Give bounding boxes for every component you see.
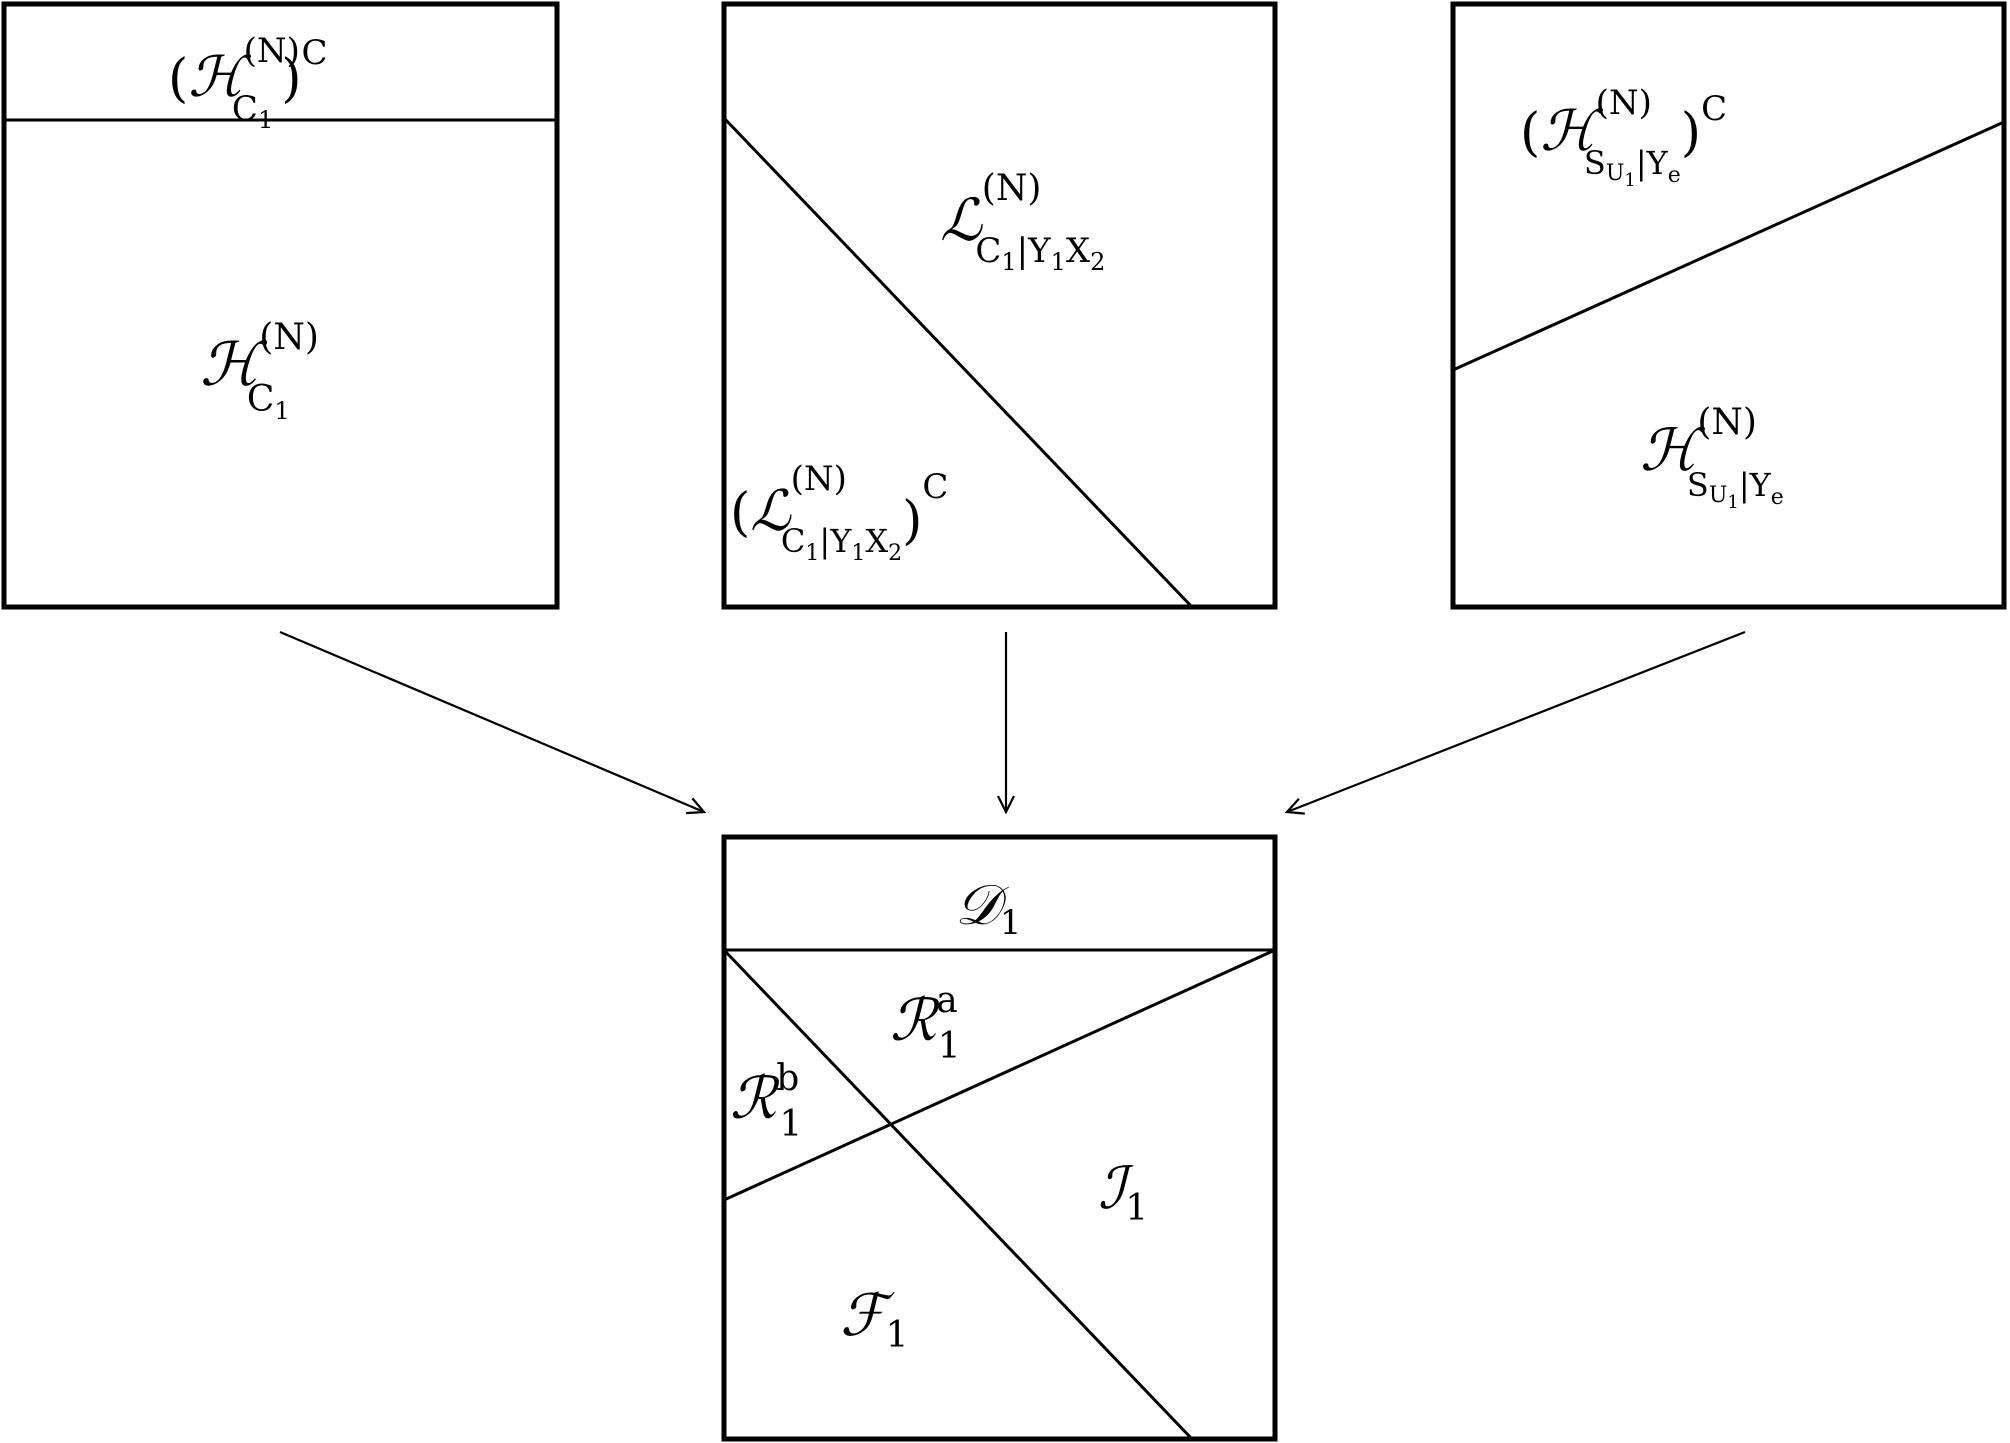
- box-combined-diagonal-up: [723, 948, 1276, 1202]
- box-l-c1-frame: [721, 1, 1278, 610]
- box-h-c1-frame: [1, 1, 560, 610]
- arrow-right-to-bottom: [1287, 630, 1746, 812]
- box-h-c1: (ℋ(N)C1)C ℋ(N)C1: [1, 1, 560, 610]
- label-h-c1: ℋ(N)C1: [200, 317, 319, 425]
- box-combined-diagonal-down: [722, 948, 1194, 1441]
- label-h-c1-complement: (ℋ(N)C1)C: [168, 31, 328, 134]
- label-i1: ℐ1: [1098, 1154, 1148, 1229]
- label-l-c1-given: ℒ(N)C1|Y1X2: [940, 168, 1105, 276]
- label-l-c1-given-complement: (ℒ(N)C1|Y1X2)C: [730, 459, 948, 566]
- label-d1: 𝒟1: [955, 873, 1021, 943]
- box-l-c1-diagonal: [722, 116, 1194, 609]
- box-combined-frame: [721, 834, 1278, 1442]
- arrow-left-to-bottom: [279, 630, 704, 812]
- label-h-su1: ℋ(N)SU1|Ye: [1640, 402, 1784, 513]
- box-h-su1-diagonal: [1452, 120, 2005, 372]
- label-h-su1-complement: (ℋ(N)SU1|Ye)C: [1520, 83, 1727, 191]
- box-l-c1: ℒ(N)C1|Y1X2 (ℒ(N)C1|Y1X2)C: [721, 1, 1278, 610]
- box-h-su1-frame: [1450, 1, 2007, 610]
- label-f1: ℱ1: [840, 1281, 909, 1356]
- box-h-su1: (ℋ(N)SU1|Ye)C ℋ(N)SU1|Ye: [1450, 1, 2007, 610]
